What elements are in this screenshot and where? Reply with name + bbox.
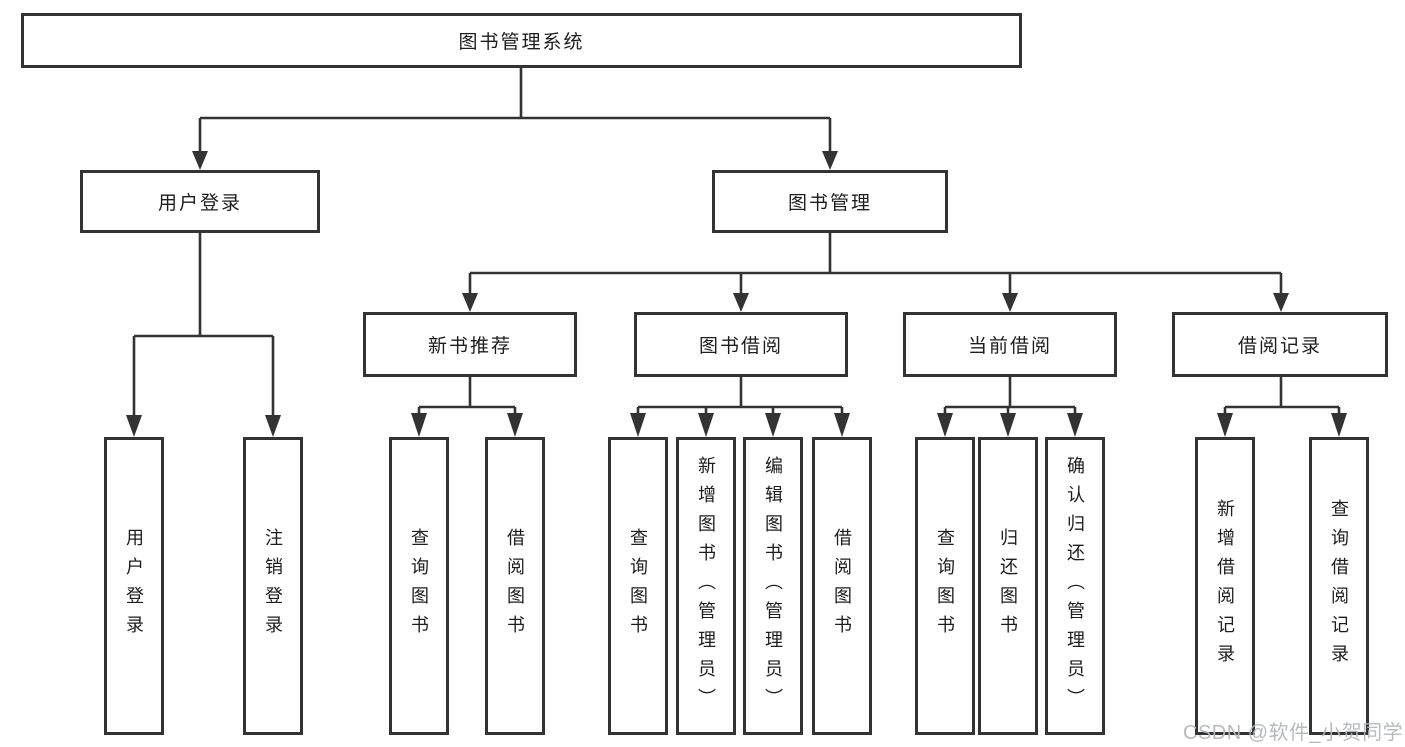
node-user-login: 用户登录 — [80, 170, 320, 233]
arrowhead — [698, 413, 714, 437]
node-book-borrowing: 图书借阅 — [634, 312, 848, 377]
leaf-confirm-return-admin: 确认归还（管理员） — [1045, 437, 1105, 735]
leaf-query-books: 查询图书 — [915, 437, 975, 735]
leaf-label: 借阅图书 — [505, 528, 525, 644]
arrowhead — [1217, 413, 1233, 437]
connector-current-borrowing-branch — [943, 377, 1077, 415]
connector-new-book-branch — [417, 377, 517, 415]
connector-borrow-records-branch — [1223, 377, 1341, 415]
node-current-borrowing: 当前借阅 — [903, 312, 1117, 377]
arrowhead — [834, 413, 850, 437]
node-book-management: 图书管理 — [712, 170, 948, 233]
arrowhead — [507, 413, 523, 437]
leaf-add-book-admin: 新增图书（管理员） — [676, 437, 736, 735]
leaf-borrow-books: 借阅图书 — [812, 437, 872, 735]
leaf-logout: 注销登录 — [243, 437, 303, 735]
node-label: 用户登录 — [157, 193, 242, 214]
arrowhead — [126, 415, 142, 437]
node-label: 图书管理系统 — [458, 32, 585, 53]
connector-root-to-level2 — [198, 68, 832, 153]
node-label: 图书借阅 — [698, 336, 783, 357]
node-borrowing-records: 借阅记录 — [1172, 312, 1388, 377]
leaf-label: 注销登录 — [263, 528, 283, 644]
arrowhead — [192, 151, 208, 170]
leaf-label: 用户登录 — [124, 528, 144, 644]
leaf-query-books: 查询图书 — [389, 437, 449, 735]
leaf-label: 新增图书（管理员） — [696, 455, 716, 717]
node-label: 新书推荐 — [427, 336, 512, 357]
node-label: 当前借阅 — [967, 336, 1052, 357]
leaf-label: 新增借阅记录 — [1215, 499, 1235, 673]
leaf-borrow-books: 借阅图书 — [485, 437, 545, 735]
arrowhead — [1000, 413, 1016, 437]
arrowhead — [1273, 293, 1289, 312]
leaf-label: 查询图书 — [935, 528, 955, 644]
arrowhead — [765, 413, 781, 437]
arrowhead — [1002, 293, 1018, 312]
leaf-query-borrow-record: 查询借阅记录 — [1309, 437, 1369, 735]
watermark: CSDN @软件_小贺同学 — [1183, 722, 1404, 744]
node-new-book-recommend: 新书推荐 — [363, 312, 577, 377]
connector-book-borrowing-branch — [636, 377, 844, 415]
arrowhead — [822, 151, 838, 170]
arrowhead — [265, 415, 281, 437]
leaf-add-borrow-record: 新增借阅记录 — [1195, 437, 1255, 735]
node-label: 借阅记录 — [1237, 336, 1322, 357]
leaf-label: 查询图书 — [628, 528, 648, 644]
arrowhead — [1331, 413, 1347, 437]
arrowhead — [462, 293, 478, 312]
arrowhead — [411, 413, 427, 437]
arrowhead — [630, 413, 646, 437]
leaf-label: 查询借阅记录 — [1329, 499, 1349, 673]
leaf-label: 查询图书 — [409, 528, 429, 644]
connector-user-login-branch — [132, 233, 275, 417]
node-label: 图书管理 — [787, 193, 872, 214]
leaf-query-books: 查询图书 — [608, 437, 668, 735]
leaf-label: 确认归还（管理员） — [1065, 455, 1085, 717]
leaf-return-books: 归还图书 — [978, 437, 1038, 735]
arrowhead — [733, 293, 749, 312]
leaf-label: 编辑图书（管理员） — [763, 455, 783, 717]
arrowhead — [1067, 413, 1083, 437]
leaf-edit-book-admin: 编辑图书（管理员） — [743, 437, 803, 735]
arrowhead — [937, 413, 953, 437]
leaf-label: 借阅图书 — [832, 528, 852, 644]
leaf-user-login: 用户登录 — [104, 437, 164, 735]
leaf-label: 归还图书 — [998, 528, 1018, 644]
connector-book-management-branch — [468, 233, 1283, 295]
node-root: 图书管理系统 — [21, 13, 1022, 68]
